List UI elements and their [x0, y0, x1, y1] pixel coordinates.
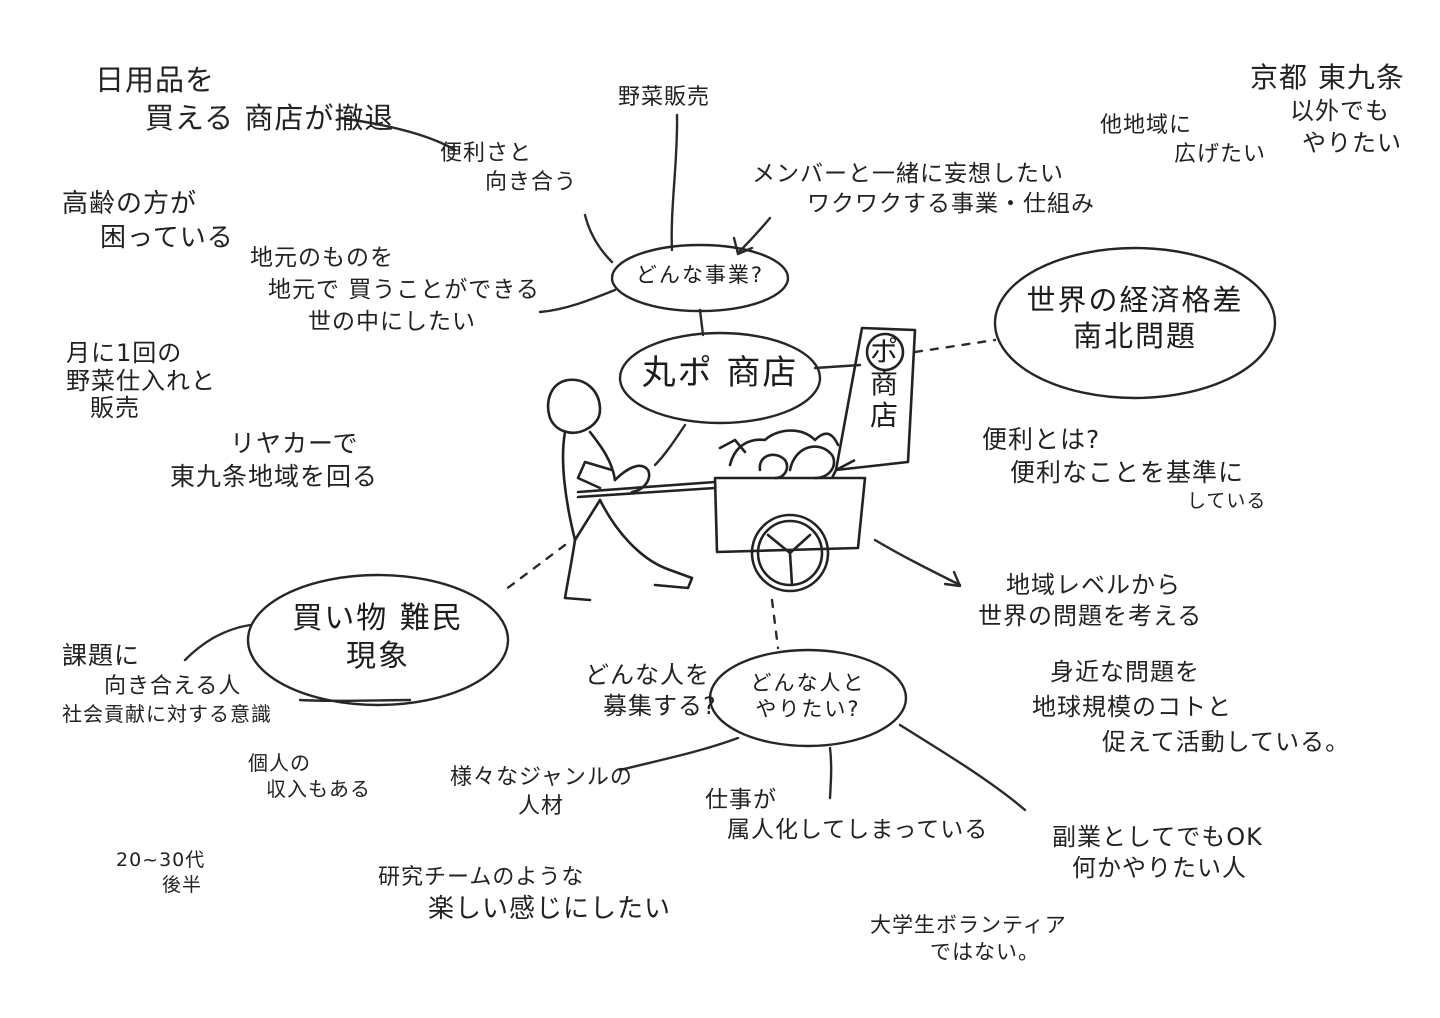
note-global-scale: 身近な問題を 地球規模のコトと 促えて活動している。	[1032, 655, 1350, 759]
hub-refugees-label: 買い物 難民 現象	[265, 600, 491, 675]
note-daily-goods: 日用品を 買える 商店が撤退	[95, 62, 394, 137]
center-title: 丸ポ 商店	[625, 352, 815, 395]
refugees-line-2: 現象	[265, 638, 491, 676]
note-other-regions: 他地域に 広げたい	[1100, 112, 1266, 169]
line-center-person	[655, 425, 685, 465]
note-kyoto: 京都 東九条 以外でも やりたい	[1250, 60, 1405, 159]
line-business-convenience	[585, 215, 612, 262]
line-business-vegetable	[672, 115, 677, 250]
sign-char-1: ポ	[855, 336, 913, 368]
note-monthly: 月に1回の 野菜仕入れと 販売	[66, 340, 216, 423]
sign-label: ポ 商 店	[855, 336, 913, 433]
hub-business-label: どんな事業?	[620, 262, 780, 288]
line-center-sign	[815, 365, 860, 368]
note-recruit: どんな人を 募集する?	[585, 660, 717, 722]
note-various-genres: 様々なジャンルの 人材	[450, 764, 633, 821]
line-cart-regional-arrow	[875, 540, 960, 585]
note-convenience-face: 便利さと 向き合う	[440, 140, 577, 197]
note-student-volunteer: 大学生ボランティア ではない。	[870, 912, 1067, 967]
note-issue-people: 課題に 向き合える人 社会貢献に対する意識	[62, 640, 272, 727]
dashed-line-sign-gap	[915, 340, 995, 352]
cart-illustration	[578, 431, 865, 591]
dashed-line-person-refugees	[505, 545, 565, 590]
note-elderly: 高齢の方が 困っている	[62, 188, 234, 256]
hub-center-label: 丸ポ 商店	[625, 352, 815, 395]
hub-partners-label: どんな人と やりたい?	[722, 670, 894, 723]
partners-line-2: やりたい?	[722, 696, 894, 722]
hub-business-text: どんな事業?	[620, 262, 780, 288]
line-partners-genres	[620, 738, 738, 770]
sign-char-2: 商	[855, 368, 913, 400]
line-refugees-bottom	[300, 700, 410, 701]
note-rear-car: リヤカーで 東九条地域を回る	[170, 428, 378, 493]
note-research-team: 研究チームのような 楽しい感じにしたい	[378, 864, 671, 926]
note-vegetable-sales: 野菜販売	[618, 84, 710, 113]
dashed-line-cart-partners	[772, 600, 778, 648]
note-work-dependency: 仕事が 属人化してしまっている	[705, 786, 988, 846]
note-individual-income: 個人の 収入もある	[248, 750, 371, 802]
partners-line-1: どんな人と	[722, 670, 894, 696]
note-regional-level: 地域レベルから 世界の問題を考える	[978, 570, 1202, 632]
line-members-business	[738, 218, 770, 253]
hub-economic-gap-label: 世界の経済格差 南北問題	[1005, 282, 1265, 355]
economic-gap-line-2: 南北問題	[1005, 318, 1265, 354]
note-members-idea: メンバーと一緒に妄想したい ワクワクする事業・仕組み	[752, 160, 1095, 220]
economic-gap-line-1: 世界の経済格差	[1005, 282, 1265, 318]
refugees-line-1: 買い物 難民	[265, 600, 491, 638]
note-local-goods: 地元のものを 地元で 買うことができる 世の中にしたい	[250, 242, 540, 339]
line-business-center	[700, 310, 703, 335]
sign-char-3: 店	[855, 400, 913, 432]
note-age: 20~30代 後半	[116, 848, 205, 897]
note-convenience-what: 便利とは? 便利なことを基準に している	[982, 424, 1266, 514]
note-side-job: 副業としてでもOK 何かやりたい人	[1052, 822, 1263, 884]
line-business-local	[540, 290, 615, 312]
